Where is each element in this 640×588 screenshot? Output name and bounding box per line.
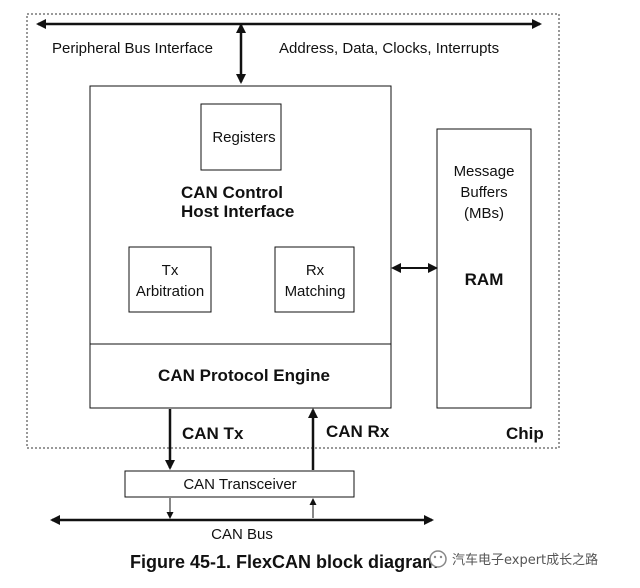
peripheral-bus-interface-label: Peripheral Bus Interface: [52, 40, 213, 57]
tx-arbitration-block: [128, 246, 212, 313]
bus-signals-label: Address, Data, Clocks, Interrupts: [279, 40, 499, 57]
tx-arbitration-label-line1: Tx: [162, 262, 179, 279]
can-rx-label: CAN Rx: [326, 422, 390, 441]
registers-label: Registers: [212, 129, 275, 146]
chip-label: Chip: [506, 424, 544, 443]
rx-matching-block: [274, 246, 355, 313]
can-transceiver-block: [124, 470, 355, 498]
message-buffers-label-line3: (MBs): [464, 205, 504, 222]
figure-caption: Figure 45-1. FlexCAN block diagram: [130, 552, 438, 572]
protocol-engine-block: [89, 343, 392, 409]
watermark-text: 汽车电子expert成长之路: [452, 552, 598, 568]
message-buffers-block: [436, 128, 532, 409]
rx-matching-label-line1: Rx: [306, 262, 325, 279]
message-buffers-label-line2: Buffers: [460, 184, 507, 201]
host-interface-title-line1: CAN Control: [181, 183, 283, 202]
can-tx-label: CAN Tx: [182, 424, 244, 443]
message-buffers-label-line1: Message: [454, 163, 515, 180]
rx-matching-label-line2: Matching: [285, 283, 346, 300]
host-interface-title-line2: Host Interface: [181, 202, 294, 221]
tx-arbitration-label-line2: Arbitration: [136, 283, 204, 300]
registers-block: [200, 103, 282, 171]
watermark: 汽车电子expert成长之路: [429, 550, 598, 568]
protocol-engine-label: CAN Protocol Engine: [158, 366, 330, 385]
chip-boundary: [26, 13, 560, 449]
can-bus-label: CAN Bus: [211, 526, 273, 543]
ram-label: RAM: [465, 270, 504, 289]
can-transceiver-label: CAN Transceiver: [183, 476, 296, 493]
